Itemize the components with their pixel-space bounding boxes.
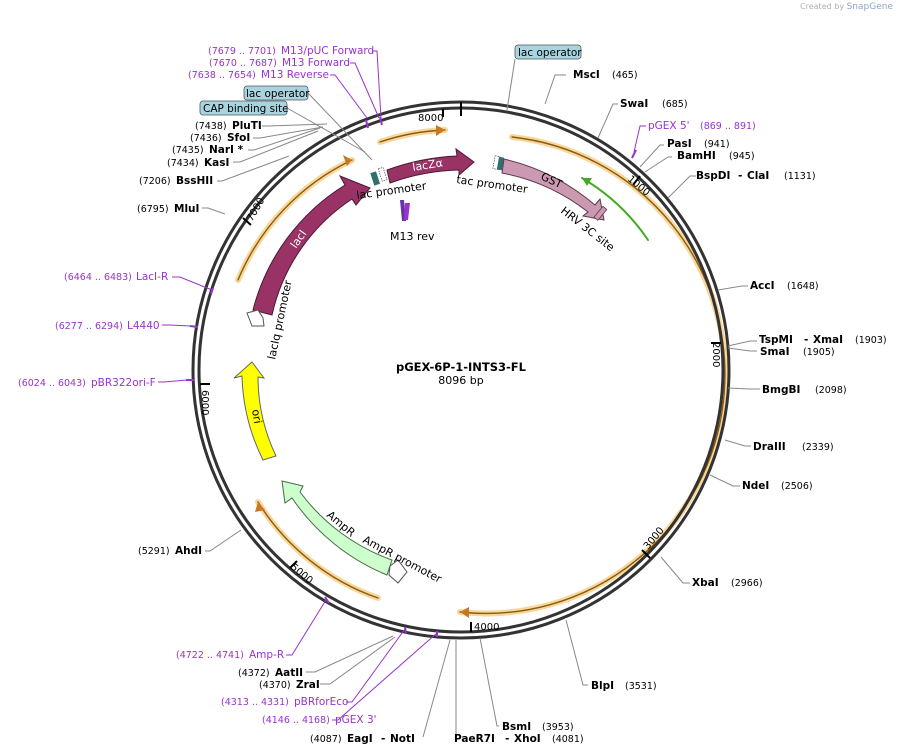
enzyme-labels: MscI(465) SwaI(685) PasI(941) BamHI(945)… (137, 69, 887, 745)
orf-lacI-line (237, 159, 353, 281)
enzyme-TspMI-XmaI: TspMI- XmaI(1903) (759, 334, 887, 346)
tac-operator-block (496, 156, 504, 171)
enzyme-AhdI: (5291)AhdI (138, 545, 202, 557)
primer-M13pUC: (7679 .. 7701)M13/pUC Forward (208, 45, 374, 57)
plasmid-size: 8096 bp (438, 374, 483, 387)
enzyme-BsmI: BsmI(3953) (502, 721, 574, 733)
features: lacI lacZα GST ori AmpR (233, 147, 608, 584)
enzyme-PaeR7I-XhoI: PaeR7I- XhoI(4081) (454, 733, 584, 745)
enzyme-NarI: (7435)NarI * (172, 144, 244, 156)
top-orf-arrow (436, 125, 445, 136)
lacI-orf-arrow (343, 155, 352, 166)
lacZa-arrow[interactable] (386, 147, 475, 184)
orf-arrowheads (255, 125, 592, 618)
primer-L4440: (6277 .. 6294)L4440 (55, 320, 160, 332)
tick-5000: 5000 (288, 562, 315, 587)
enzyme-BmgBI: BmgBI(2098) (762, 384, 847, 396)
lac-operator-top-leader (506, 58, 516, 111)
primer-leaders (158, 50, 646, 721)
tick-4000: 4000 (474, 622, 499, 633)
enzyme-XbaI: XbaI(2966) (692, 577, 763, 589)
tick-6000: 6000 (199, 390, 210, 415)
enzyme-SwaI: SwaI(685) (620, 98, 688, 110)
lac-operator-left-leader (307, 92, 373, 161)
primer-labels: (7679 .. 7701)M13/pUC Forward (7670 .. 7… (18, 45, 756, 726)
primer-M13F: (7670 .. 7687)M13 Forward (209, 57, 350, 69)
lacIq-promoter-arrow (246, 309, 265, 327)
enzyme-AccI: AccI(1648) (750, 280, 819, 292)
AmpR-arrow[interactable] (281, 480, 393, 576)
HRV-3C-block (593, 205, 608, 221)
lac-promoter-block (377, 166, 388, 182)
tick-7000: 7000 (245, 196, 267, 224)
CAP-leader (286, 107, 366, 153)
M13-rev-mark-2 (404, 203, 410, 220)
ori-label: ori (249, 408, 264, 424)
lac-operator-top-box (514, 44, 582, 60)
lac-operator-block (370, 171, 381, 186)
enzyme-BlpI: BlpI(3531) (591, 680, 657, 692)
tick-2000: 2000 (710, 342, 721, 367)
enzyme-ZraI: (4370)ZraI (259, 679, 320, 691)
enzyme-AatII: (4372)AatII (238, 667, 303, 679)
enzyme-SmaI: SmaI(1905) (760, 346, 835, 358)
lac-operator-left-label: lac operator (246, 88, 310, 100)
tick-8000: 8000 (418, 113, 443, 124)
enzyme-PluTI: (7438)PluTI (195, 120, 262, 132)
enzyme-leaders (202, 74, 760, 738)
insert-orf (459, 136, 726, 615)
ruler-ticks (200, 102, 721, 632)
primer-marks (186, 116, 637, 637)
primer-M13R: (7638 .. 7654)M13 Reverse (188, 69, 329, 81)
primer-pBR322: (6024 .. 6043)pBR322ori-F (18, 377, 156, 389)
lacI-arrow[interactable] (252, 175, 371, 316)
enzyme-BspDI-ClaI: BspDI- ClaI(1131) (696, 170, 816, 182)
primer-AmpR: (4722 .. 4741)Amp-R (176, 649, 284, 661)
primer-pBRforEco: (4313 .. 4331)pBRforEco (221, 696, 348, 708)
enzyme-DraIII: DraIII(2339) (753, 441, 834, 453)
enzyme-MluI: (6795)MluI (137, 203, 199, 215)
enzyme-SfoI: (7436)SfoI (190, 132, 250, 144)
CAP-binding-site-label: CAP binding site (203, 103, 289, 115)
orf-ampr-line (257, 501, 379, 599)
enzyme-BssHII: (7206)BssHII (139, 175, 213, 187)
lac-operator-top-label: lac operator (518, 47, 582, 59)
M13-rev-label: M13 rev (390, 230, 435, 243)
primer-LacIR: (6464 .. 6483)LacI-R (64, 271, 168, 283)
ampr-orf-arrow (255, 502, 265, 512)
enzyme-BamHI: BamHI(945) (677, 150, 755, 162)
lacZa-label: lacZα (411, 156, 443, 174)
enzyme-NdeI: NdeI(2506) (742, 480, 813, 492)
snapgene-logo: SnapGene (846, 2, 893, 12)
green-orf-arrow (582, 178, 592, 186)
primer-pGEX3: (4146 .. 4168)pGEX 3' (262, 714, 377, 726)
credit-prefix: Created by (800, 2, 845, 11)
GST-arrow[interactable] (501, 158, 605, 221)
AmpR-promoter-arrow (388, 559, 408, 584)
ori-arrow[interactable] (233, 361, 277, 461)
orf-tracks (235, 127, 728, 617)
insert-orf-arrow (460, 607, 469, 618)
enzyme-EagI-NotI: (4087)EagI- NotI (310, 733, 415, 745)
orf-top (377, 127, 448, 145)
primer-pGEX5: pGEX 5'(869 .. 891) (648, 120, 756, 132)
snapgene-credit: Created by SnapGene (800, 2, 893, 12)
plasmid-name: pGEX-6P-1-INTS3-FL (396, 360, 527, 374)
enzyme-KasI: (7434)KasI (167, 157, 229, 169)
enzyme-MscI: MscI(465) (573, 69, 638, 81)
enzyme-PasI: PasI(941) (667, 138, 730, 150)
